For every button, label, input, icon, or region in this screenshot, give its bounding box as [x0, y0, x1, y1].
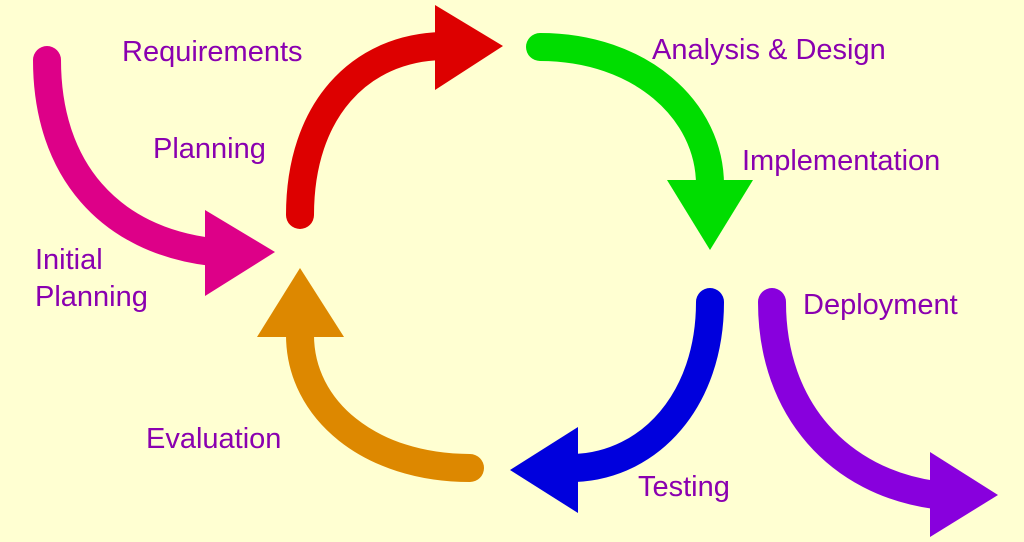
label-evaluation: Evaluation: [146, 423, 281, 455]
label-implementation: Implementation: [742, 145, 940, 177]
label-planning: Planning: [153, 133, 266, 165]
label-initial-planning: Planning: [35, 281, 148, 313]
label-testing: Testing: [638, 471, 730, 503]
label-requirements: Requirements: [122, 36, 303, 68]
label-analysis-design: Analysis & Design: [652, 34, 886, 66]
testing-arrow: [510, 288, 724, 513]
planning-arrow: [286, 5, 503, 229]
deployment-arrow: [758, 288, 998, 537]
label-deployment: Deployment: [803, 289, 958, 321]
label-initial: Initial: [35, 244, 103, 276]
initial-planning-arrow: [33, 46, 275, 296]
analysis-design-arrow: [526, 33, 753, 250]
evaluation-arrow: [257, 268, 484, 482]
